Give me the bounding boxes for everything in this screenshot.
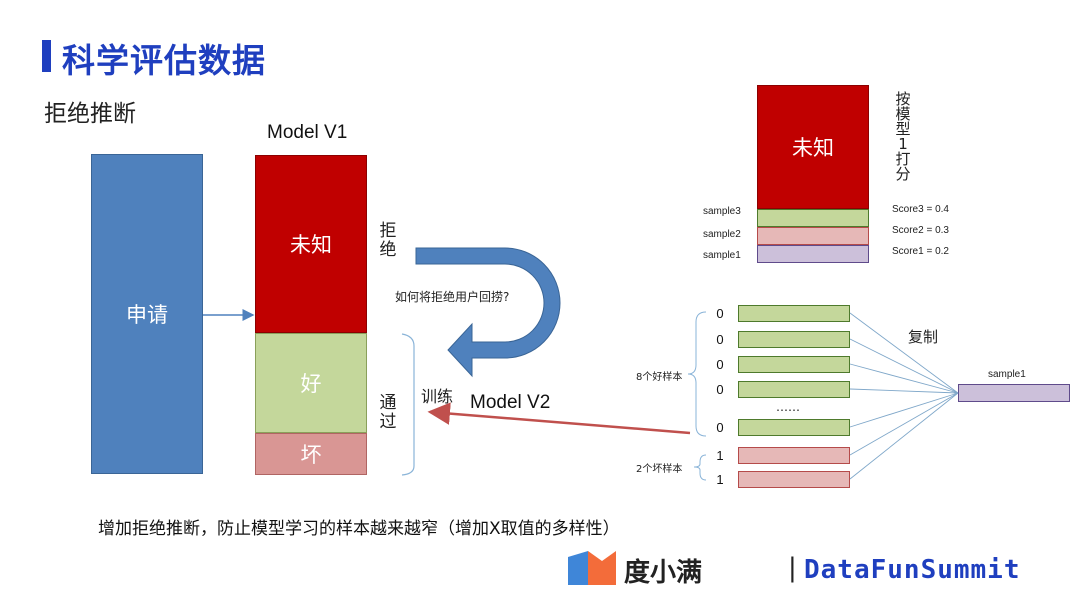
train-arrow <box>427 402 691 435</box>
bad-value: 1 <box>716 472 724 487</box>
title-accent-bar <box>42 40 51 72</box>
sample1-label: sample1 <box>703 250 741 261</box>
ellipsis: …… <box>776 400 800 414</box>
sample2-bar <box>757 227 869 245</box>
good-value: 0 <box>716 332 724 347</box>
good-sample-bar <box>738 331 850 348</box>
copy-label: 复制 <box>908 328 939 346</box>
score2-label: Score2 = 0.3 <box>892 225 949 236</box>
sample3-label: sample3 <box>703 206 741 217</box>
good-value: 0 <box>716 306 724 321</box>
section-subtitle: 拒绝推断 <box>44 101 136 127</box>
bad-block: 坏 <box>255 433 367 475</box>
good-block: 好 <box>255 333 367 433</box>
conclusion-text: 增加拒绝推断，防止模型学习的样本越来越窄（增加X取值的多样性） <box>98 519 620 539</box>
good-value: 0 <box>716 382 724 397</box>
brand-duxiaoman: 度小满 <box>624 558 703 588</box>
recover-question: 如何将拒绝用户回捞? <box>395 290 510 304</box>
good-sample-bar <box>738 419 850 436</box>
unknown-block: 未知 <box>255 155 367 333</box>
bad-label: 坏 <box>300 443 322 467</box>
source-sample-label: sample1 <box>988 369 1026 380</box>
u-turn-arrow <box>415 247 561 378</box>
bad-group-brace <box>693 454 707 481</box>
good-sample-bar <box>738 305 850 322</box>
score3-label: Score3 = 0.4 <box>892 204 949 215</box>
unknown-label: 未知 <box>290 233 332 257</box>
scored-unknown-label: 未知 <box>792 136 834 160</box>
brand-datafunsummit: DataFunSummit <box>804 555 1021 585</box>
good-sample-bar <box>738 356 850 373</box>
reject-label: 拒绝 <box>379 221 397 260</box>
model-v1-label: Model V1 <box>267 122 348 143</box>
good-group-label: 8个好样本 <box>636 372 683 383</box>
apply-block: 申请 <box>91 154 203 474</box>
good-value: 0 <box>716 357 724 372</box>
scored-unknown-block: 未知 <box>757 85 869 209</box>
train-label: 训练 <box>421 387 454 406</box>
pass-bracket <box>401 333 415 476</box>
sample1-bar <box>757 245 869 263</box>
good-sample-bar <box>738 381 850 398</box>
page-title: 科学评估数据 <box>62 41 266 80</box>
score1-label: Score1 = 0.2 <box>892 246 949 257</box>
bad-group-label: 2个坏样本 <box>636 464 683 475</box>
apply-label: 申请 <box>126 303 168 327</box>
sample2-label: sample2 <box>703 229 741 240</box>
pass-label: 通过 <box>379 393 397 432</box>
good-group-brace <box>687 311 707 437</box>
bad-sample-bar <box>738 471 850 488</box>
duxiaoman-logo-icon <box>568 551 616 585</box>
source-sample-bar <box>958 384 1070 402</box>
score-by-model-label: 按模型1打分 <box>895 90 911 183</box>
sample3-bar <box>757 209 869 227</box>
bad-sample-bar <box>738 447 850 464</box>
good-value: 0 <box>716 420 724 435</box>
good-label: 好 <box>300 372 322 396</box>
model-v2-label: Model V2 <box>470 392 551 413</box>
footer-separator: | <box>788 553 797 583</box>
bad-value: 1 <box>716 448 724 463</box>
